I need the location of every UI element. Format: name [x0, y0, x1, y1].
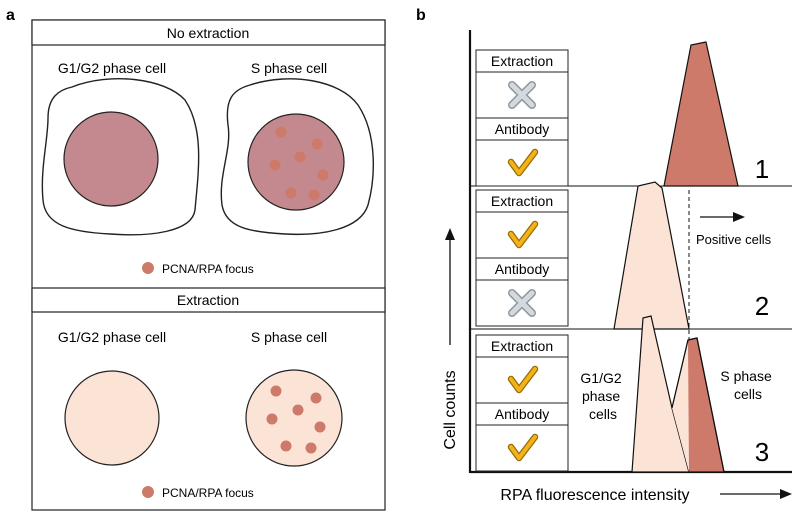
antibody-label: Antibody: [495, 261, 549, 277]
g1g2-peak-row-3: [631, 315, 690, 473]
s-phase-cell-label-top: S phase cell: [251, 60, 327, 76]
g1g2-label-line-2: phase: [582, 388, 620, 404]
focus: [269, 159, 281, 171]
extraction-title: Extraction: [177, 292, 239, 308]
focus: [305, 442, 317, 454]
focus: [308, 189, 320, 201]
panel-a-letter: a: [6, 7, 15, 24]
pcna-rpa-foci-bottom: [266, 385, 326, 454]
no-extraction-title: No extraction: [167, 25, 249, 41]
pcna-rpa-foci-top: [269, 126, 329, 201]
extraction-label: Extraction: [491, 338, 553, 354]
focus: [266, 413, 278, 425]
focus: [280, 440, 292, 452]
row-number-2: 2: [755, 291, 769, 321]
s-phase-label-line-1: S phase: [720, 368, 772, 384]
g1g2-label-line-1: G1/G2: [580, 370, 621, 386]
s-phase-cells-label: S phase cells: [720, 368, 775, 402]
condition-table-row-2: Extraction Antibody: [475, 189, 569, 327]
x-axis-arrowhead: [780, 489, 792, 499]
extraction-label: Extraction: [491, 53, 553, 69]
g1g2-nucleus-extracted: [64, 370, 160, 466]
condition-table-row-3: Extraction Antibody: [475, 334, 569, 472]
g1g2-label-line-3: cells: [589, 406, 617, 422]
g1g2-cell-label-top: G1/G2 phase cell: [58, 60, 166, 76]
g1g2-nucleus: [63, 111, 159, 207]
antibody-status-box: [475, 139, 569, 187]
focus: [310, 392, 322, 404]
focus: [270, 385, 282, 397]
positive-cells-arrowhead: [733, 212, 745, 222]
s-phase-label-line-2: cells: [734, 386, 762, 402]
extraction-section: Extraction G1/G2 phase cell S phase cell…: [31, 287, 386, 500]
extraction-label: Extraction: [491, 193, 553, 209]
panel-b-letter: b: [416, 7, 426, 24]
condition-table-row-1: Extraction Antibody: [475, 49, 569, 187]
antibody-status-box: [475, 424, 569, 472]
positive-cells-label: Positive cells: [696, 232, 772, 247]
extraction-status-box: [475, 356, 569, 404]
focus: [317, 169, 329, 181]
no-extraction-header: [31, 19, 386, 46]
s-phase-cell-label-bottom: S phase cell: [251, 329, 327, 345]
histogram-row-3: Extraction Antibody G1/G2 phase cells S …: [475, 315, 775, 473]
focus: [311, 138, 323, 150]
legend-focus-icon-top: [142, 262, 154, 274]
focus: [314, 421, 326, 433]
row-number-1: 1: [755, 154, 769, 184]
focus: [292, 404, 304, 416]
extraction-status-box: [475, 211, 569, 259]
antibody-label: Antibody: [495, 406, 549, 422]
focus: [275, 126, 287, 138]
legend-focus-icon-bottom: [142, 486, 154, 498]
focus: [285, 187, 297, 199]
legend-label-bottom: PCNA/RPA focus: [162, 486, 254, 500]
g1g2-phase-cells-label: G1/G2 phase cells: [580, 370, 625, 422]
y-axis-label: Cell counts: [442, 370, 459, 449]
histogram-row-1: Extraction Antibody 1: [475, 41, 769, 187]
y-axis-arrowhead: [445, 228, 455, 240]
rpa-positive-peak-row-1: [663, 41, 739, 187]
row-number-3: 3: [755, 437, 769, 467]
focus: [294, 151, 306, 163]
s-phase-peak-light-part: [672, 342, 689, 472]
g1g2-cell-label-bottom: G1/G2 phase cell: [58, 329, 166, 345]
no-extraction-section: No extraction G1/G2 phase cell S phase c…: [31, 19, 386, 276]
s-phase-nucleus-top: [247, 113, 345, 211]
s-phase-nucleus-extracted: [245, 369, 343, 467]
background-peak-row-2: [613, 181, 690, 330]
legend-label-top: PCNA/RPA focus: [162, 262, 254, 276]
antibody-label: Antibody: [495, 121, 549, 137]
histogram-row-2: Extraction Antibody Positive cells 2: [475, 181, 772, 472]
extraction-header: [31, 287, 386, 313]
s-phase-peak-outline: [671, 337, 725, 473]
x-axis-label: RPA fluorescence intensity: [500, 487, 689, 504]
